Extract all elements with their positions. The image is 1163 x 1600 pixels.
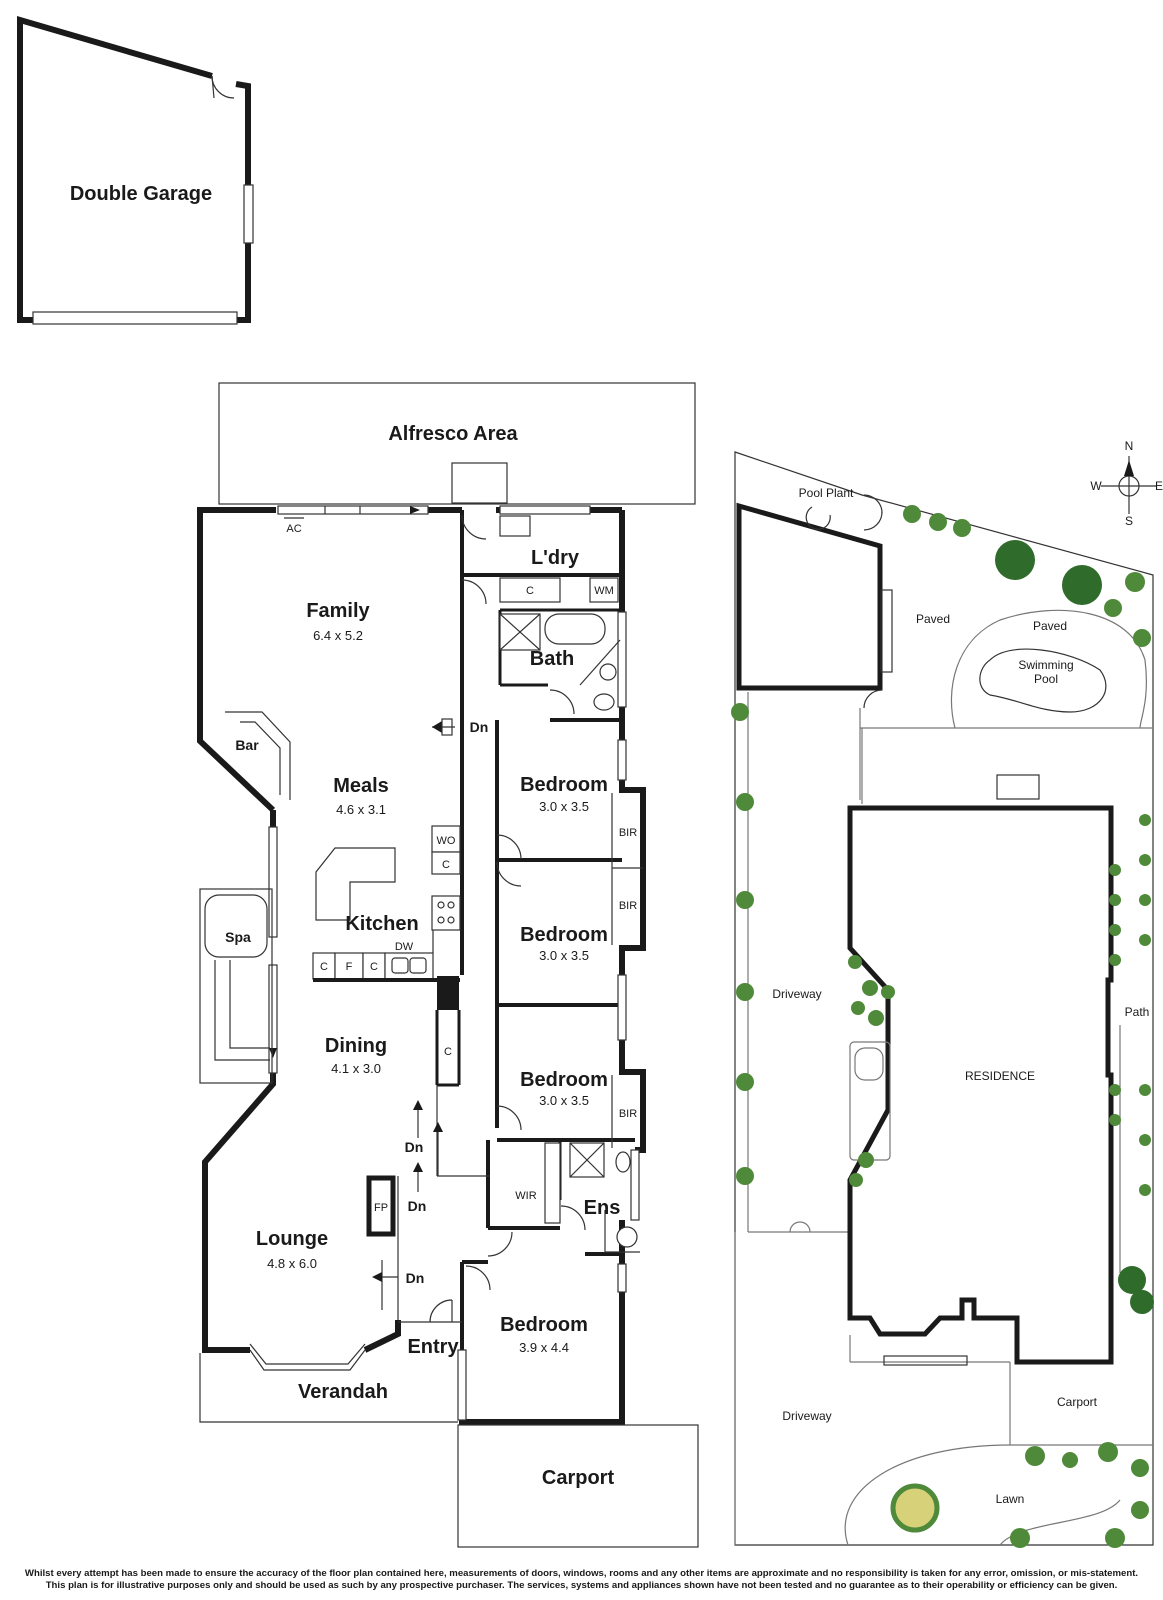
dn-label-1: Dn (470, 719, 489, 735)
room-name-lounge: Lounge (256, 1228, 328, 1250)
disclaimer-line-2: This plan is for illustrative purposes o… (45, 1580, 1118, 1591)
site-label-residence: RESIDENCE (965, 1069, 1035, 1083)
site-label-driveway-1: Driveway (772, 987, 821, 1001)
room-name-bed4: Bedroom (500, 1314, 588, 1336)
garage-label: Double Garage (70, 183, 212, 205)
site-label-path: Path (1125, 1005, 1150, 1019)
site-label-pool-line2: Pool (1034, 672, 1058, 686)
room-name-alfresco: Alfresco Area (388, 423, 518, 445)
site-label-lawn: Lawn (996, 1492, 1025, 1506)
room-name-entry: Entry (407, 1336, 459, 1358)
wall-oven-label: WO (437, 835, 456, 847)
room-name-bed1: Bedroom (520, 774, 608, 796)
compass-e: E (1155, 479, 1163, 493)
room-name-bed3: Bedroom (520, 1069, 608, 1091)
pantry-label: C (444, 1046, 452, 1058)
dn-label-2: Dn (405, 1139, 424, 1155)
alfresco-area: Alfresco Area (218, 382, 696, 505)
bar-label: Bar (235, 737, 259, 753)
disclaimer-line-1: Whilst every attempt has been made to en… (24, 1568, 1139, 1579)
room-name-meals: Meals (333, 775, 389, 797)
spa-area: Spa (199, 888, 273, 1084)
room-dims-meals: 4.6 x 3.1 (336, 802, 386, 817)
compass-n: N (1125, 439, 1134, 453)
site-label-driveway-2: Driveway (782, 1409, 831, 1423)
site-label-paved-1: Paved (916, 612, 950, 626)
room-dims-bed1: 3.0 x 3.5 (539, 799, 589, 814)
kitchen-cupboard-label: C (442, 859, 450, 871)
compass-rose: N S W E (1090, 439, 1163, 528)
site-plan: N S W E (731, 439, 1163, 1548)
step-down-arrows: Dn Dn Dn Dn (372, 718, 489, 1286)
site-label-pool-line1: Swimming (1018, 658, 1073, 672)
site-label-pool-plant: Pool Plant (799, 486, 854, 500)
room-name-laundry: L'dry (531, 547, 580, 569)
room-name-dining: Dining (325, 1035, 387, 1057)
dn-label-4: Dn (406, 1270, 425, 1286)
bir-3-label: BIR (619, 1108, 637, 1120)
ac-label: AC (286, 523, 301, 535)
carport-area: Carport (457, 1424, 699, 1548)
room-labels: L'dry Family 6.4 x 5.2 Bath Meals 4.6 x … (256, 547, 620, 1358)
room-dims-bed3: 3.0 x 3.5 (539, 1093, 589, 1108)
fridge-label: F (346, 961, 353, 973)
bir-2-label: BIR (619, 900, 637, 912)
wir-label: WIR (515, 1190, 536, 1202)
room-name-ens: Ens (584, 1197, 621, 1219)
room-name-spa: Spa (225, 929, 251, 945)
dn-label-3: Dn (408, 1198, 427, 1214)
site-label-carport: Carport (1057, 1395, 1098, 1409)
fixtures: AC C WM Bar WO C C F C (225, 515, 643, 1286)
laundry-cupboard-label: C (526, 585, 534, 597)
room-name-verandah: Verandah (298, 1381, 388, 1403)
verandah-area: Verandah (199, 1353, 458, 1423)
room-dims-lounge: 4.8 x 6.0 (267, 1256, 317, 1271)
landscape-plants (731, 505, 1154, 1548)
washing-machine-label: WM (594, 585, 614, 597)
fireplace-label: FP (374, 1202, 388, 1214)
windows-doors (268, 505, 640, 1421)
dishwasher-label: DW (395, 941, 414, 953)
room-dims-family: 6.4 x 5.2 (313, 628, 363, 643)
room-name-bath: Bath (530, 648, 574, 670)
bench-cupboard-1-label: C (320, 961, 328, 973)
room-dims-bed2: 3.0 x 3.5 (539, 948, 589, 963)
bir-1-label: BIR (619, 827, 637, 839)
garage: Double Garage (17, 16, 254, 325)
disclaimer: Whilst every attempt has been made to en… (20, 1568, 1143, 1592)
room-name-family: Family (306, 600, 370, 622)
room-name-bed2: Bedroom (520, 924, 608, 946)
site-label-paved-2: Paved (1033, 619, 1067, 633)
room-dims-dining: 4.1 x 3.0 (331, 1061, 381, 1076)
compass-w: W (1090, 479, 1102, 493)
bench-cupboard-2-label: C (370, 961, 378, 973)
room-name-carport: Carport (542, 1467, 615, 1489)
compass-s: S (1125, 514, 1133, 528)
room-name-kitchen: Kitchen (345, 913, 418, 935)
room-dims-bed4: 3.9 x 4.4 (519, 1340, 569, 1355)
